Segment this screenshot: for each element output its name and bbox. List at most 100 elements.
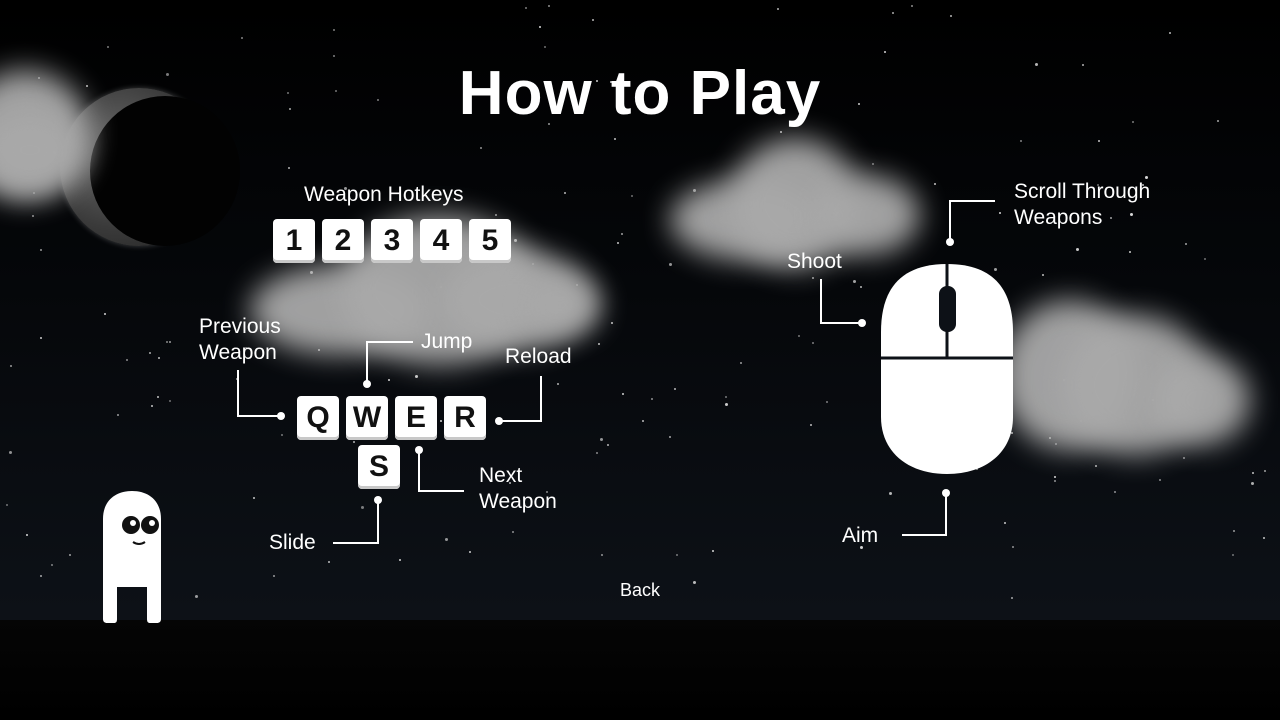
star [1130,213,1133,216]
star [26,534,28,536]
star [596,80,598,82]
star [872,163,874,165]
star [621,233,623,235]
star [288,167,290,169]
page-title: How to Play [458,59,822,128]
star [169,341,171,343]
star [601,554,603,556]
star [934,183,936,185]
star [539,26,541,28]
star [1217,120,1219,122]
shoot-label: Shoot [787,250,842,273]
star [548,123,550,125]
star [777,8,779,10]
star [1252,472,1254,474]
key-q: Q [297,396,339,440]
star [1232,554,1234,556]
star [600,438,603,441]
star [51,564,53,566]
star [289,108,291,110]
star [287,92,289,94]
star [1159,479,1161,481]
star [1114,491,1116,493]
star [607,444,609,446]
star [1082,64,1084,66]
player-character [103,491,161,623]
star [166,341,168,343]
star [509,482,511,484]
star [335,90,337,92]
star [388,379,390,381]
reload-label: Reload [505,345,572,368]
back-button[interactable]: Back [619,580,661,600]
star [884,51,886,53]
key-4: 4 [420,219,462,263]
star [104,313,106,315]
star [860,546,863,549]
star [853,280,856,283]
star [10,365,12,367]
star [611,322,613,324]
star [6,504,8,506]
key-s: S [358,445,400,489]
star [642,420,644,422]
star [674,388,676,390]
star [1012,546,1014,548]
star [617,242,619,244]
scroll-weapons-label: Scroll Through Weapons [1014,180,1151,229]
star [598,343,600,345]
star [86,85,88,87]
star [651,398,653,400]
star [860,286,862,288]
key-1: 1 [273,219,315,263]
mouse-icon [881,264,1013,474]
star [1011,432,1013,434]
key-r: R [444,396,486,440]
star [149,352,151,354]
star [361,506,364,509]
star [151,405,153,407]
reload-leader [540,376,542,422]
star [445,538,448,541]
star [40,575,42,577]
star [1185,243,1187,245]
scroll-leader [949,200,995,202]
star [333,29,335,31]
star [1076,248,1079,251]
star [810,424,812,426]
star [1054,476,1056,478]
key-5: 5 [469,219,511,263]
star [892,12,894,14]
star [1011,597,1013,599]
star [195,595,198,598]
star [669,263,672,266]
star [950,15,952,17]
star [1098,140,1100,142]
star [712,550,714,552]
star [169,400,171,402]
star [1264,470,1266,472]
star [798,335,800,337]
weapon-hotkeys-label: Weapon Hotkeys [304,183,464,206]
star [40,249,42,251]
star [544,46,546,48]
key-3: 3 [371,219,413,263]
star [1097,184,1099,186]
star [669,436,671,438]
star [157,396,159,398]
star [32,215,34,217]
moon [60,88,240,246]
star [1169,32,1171,34]
star [740,362,742,364]
star [166,73,169,76]
star [676,554,678,556]
star [126,359,128,361]
star [1054,480,1056,482]
star [812,342,814,344]
star [564,192,566,194]
ground [0,620,1280,720]
key-2: 2 [322,219,364,263]
star [415,375,418,378]
star [1145,176,1148,179]
